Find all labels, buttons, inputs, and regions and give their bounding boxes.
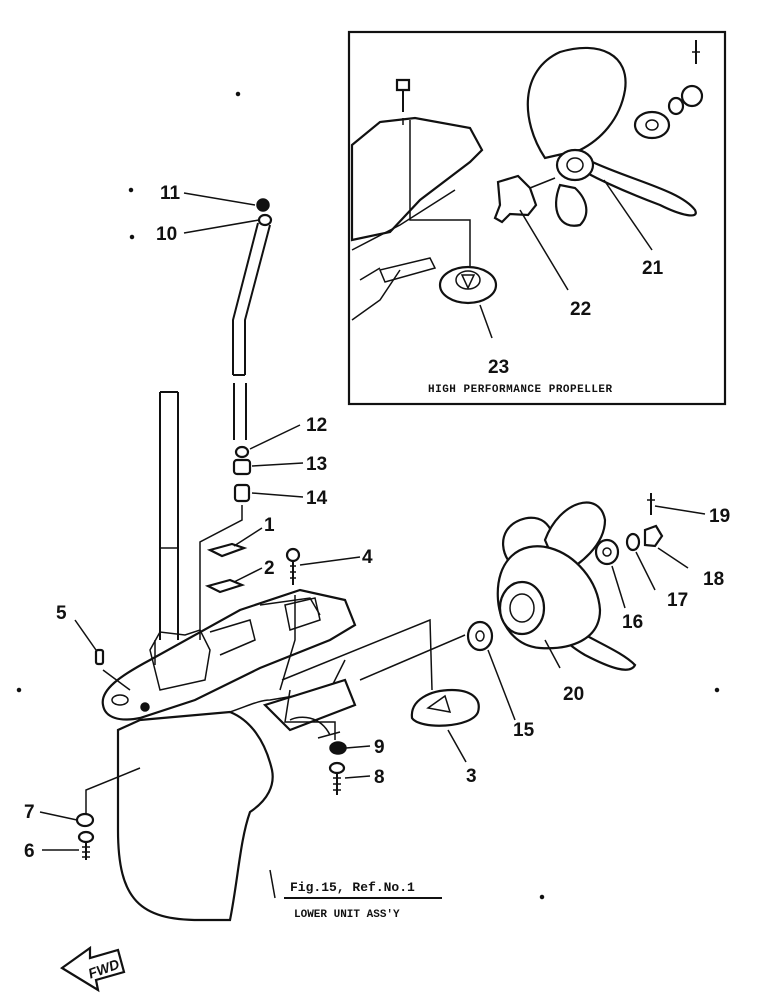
label-16: 16 bbox=[622, 612, 643, 633]
part-labels: 11 10 12 13 14 1 2 4 5 9 8 3 15 20 16 17… bbox=[24, 183, 730, 862]
label-4: 4 bbox=[362, 547, 373, 568]
label-15: 15 bbox=[513, 720, 535, 741]
label-12: 12 bbox=[306, 415, 327, 436]
label-14: 14 bbox=[306, 488, 328, 509]
inset-caption: HIGH PERFORMANCE PROPELLER bbox=[428, 384, 613, 396]
label-3: 3 bbox=[466, 766, 477, 787]
label-2: 2 bbox=[264, 558, 275, 579]
label-21: 21 bbox=[642, 258, 664, 279]
label-20: 20 bbox=[563, 684, 584, 705]
fwd-arrow-icon: FWD bbox=[60, 945, 126, 993]
label-11: 11 bbox=[160, 183, 181, 204]
label-23: 23 bbox=[488, 357, 509, 378]
label-22: 22 bbox=[570, 299, 591, 320]
label-13: 13 bbox=[306, 454, 327, 475]
reference-text: Fig.15, Ref.No.1 bbox=[290, 880, 415, 895]
inset-high-performance-propeller bbox=[347, 30, 727, 406]
label-1: 1 bbox=[264, 515, 275, 536]
label-8: 8 bbox=[374, 767, 385, 788]
label-5: 5 bbox=[56, 603, 67, 624]
reference-note: Fig.15, Ref.No.1 LOWER UNIT ASS'Y bbox=[284, 880, 442, 921]
main-assembly-drawing bbox=[16, 91, 720, 922]
label-17: 17 bbox=[667, 590, 688, 611]
reference-subtext: LOWER UNIT ASS'Y bbox=[294, 909, 400, 921]
label-10: 10 bbox=[156, 224, 177, 245]
label-19: 19 bbox=[709, 506, 730, 527]
label-6: 6 bbox=[24, 841, 35, 862]
label-7: 7 bbox=[24, 802, 35, 823]
label-18: 18 bbox=[703, 569, 724, 590]
label-9: 9 bbox=[374, 737, 385, 758]
